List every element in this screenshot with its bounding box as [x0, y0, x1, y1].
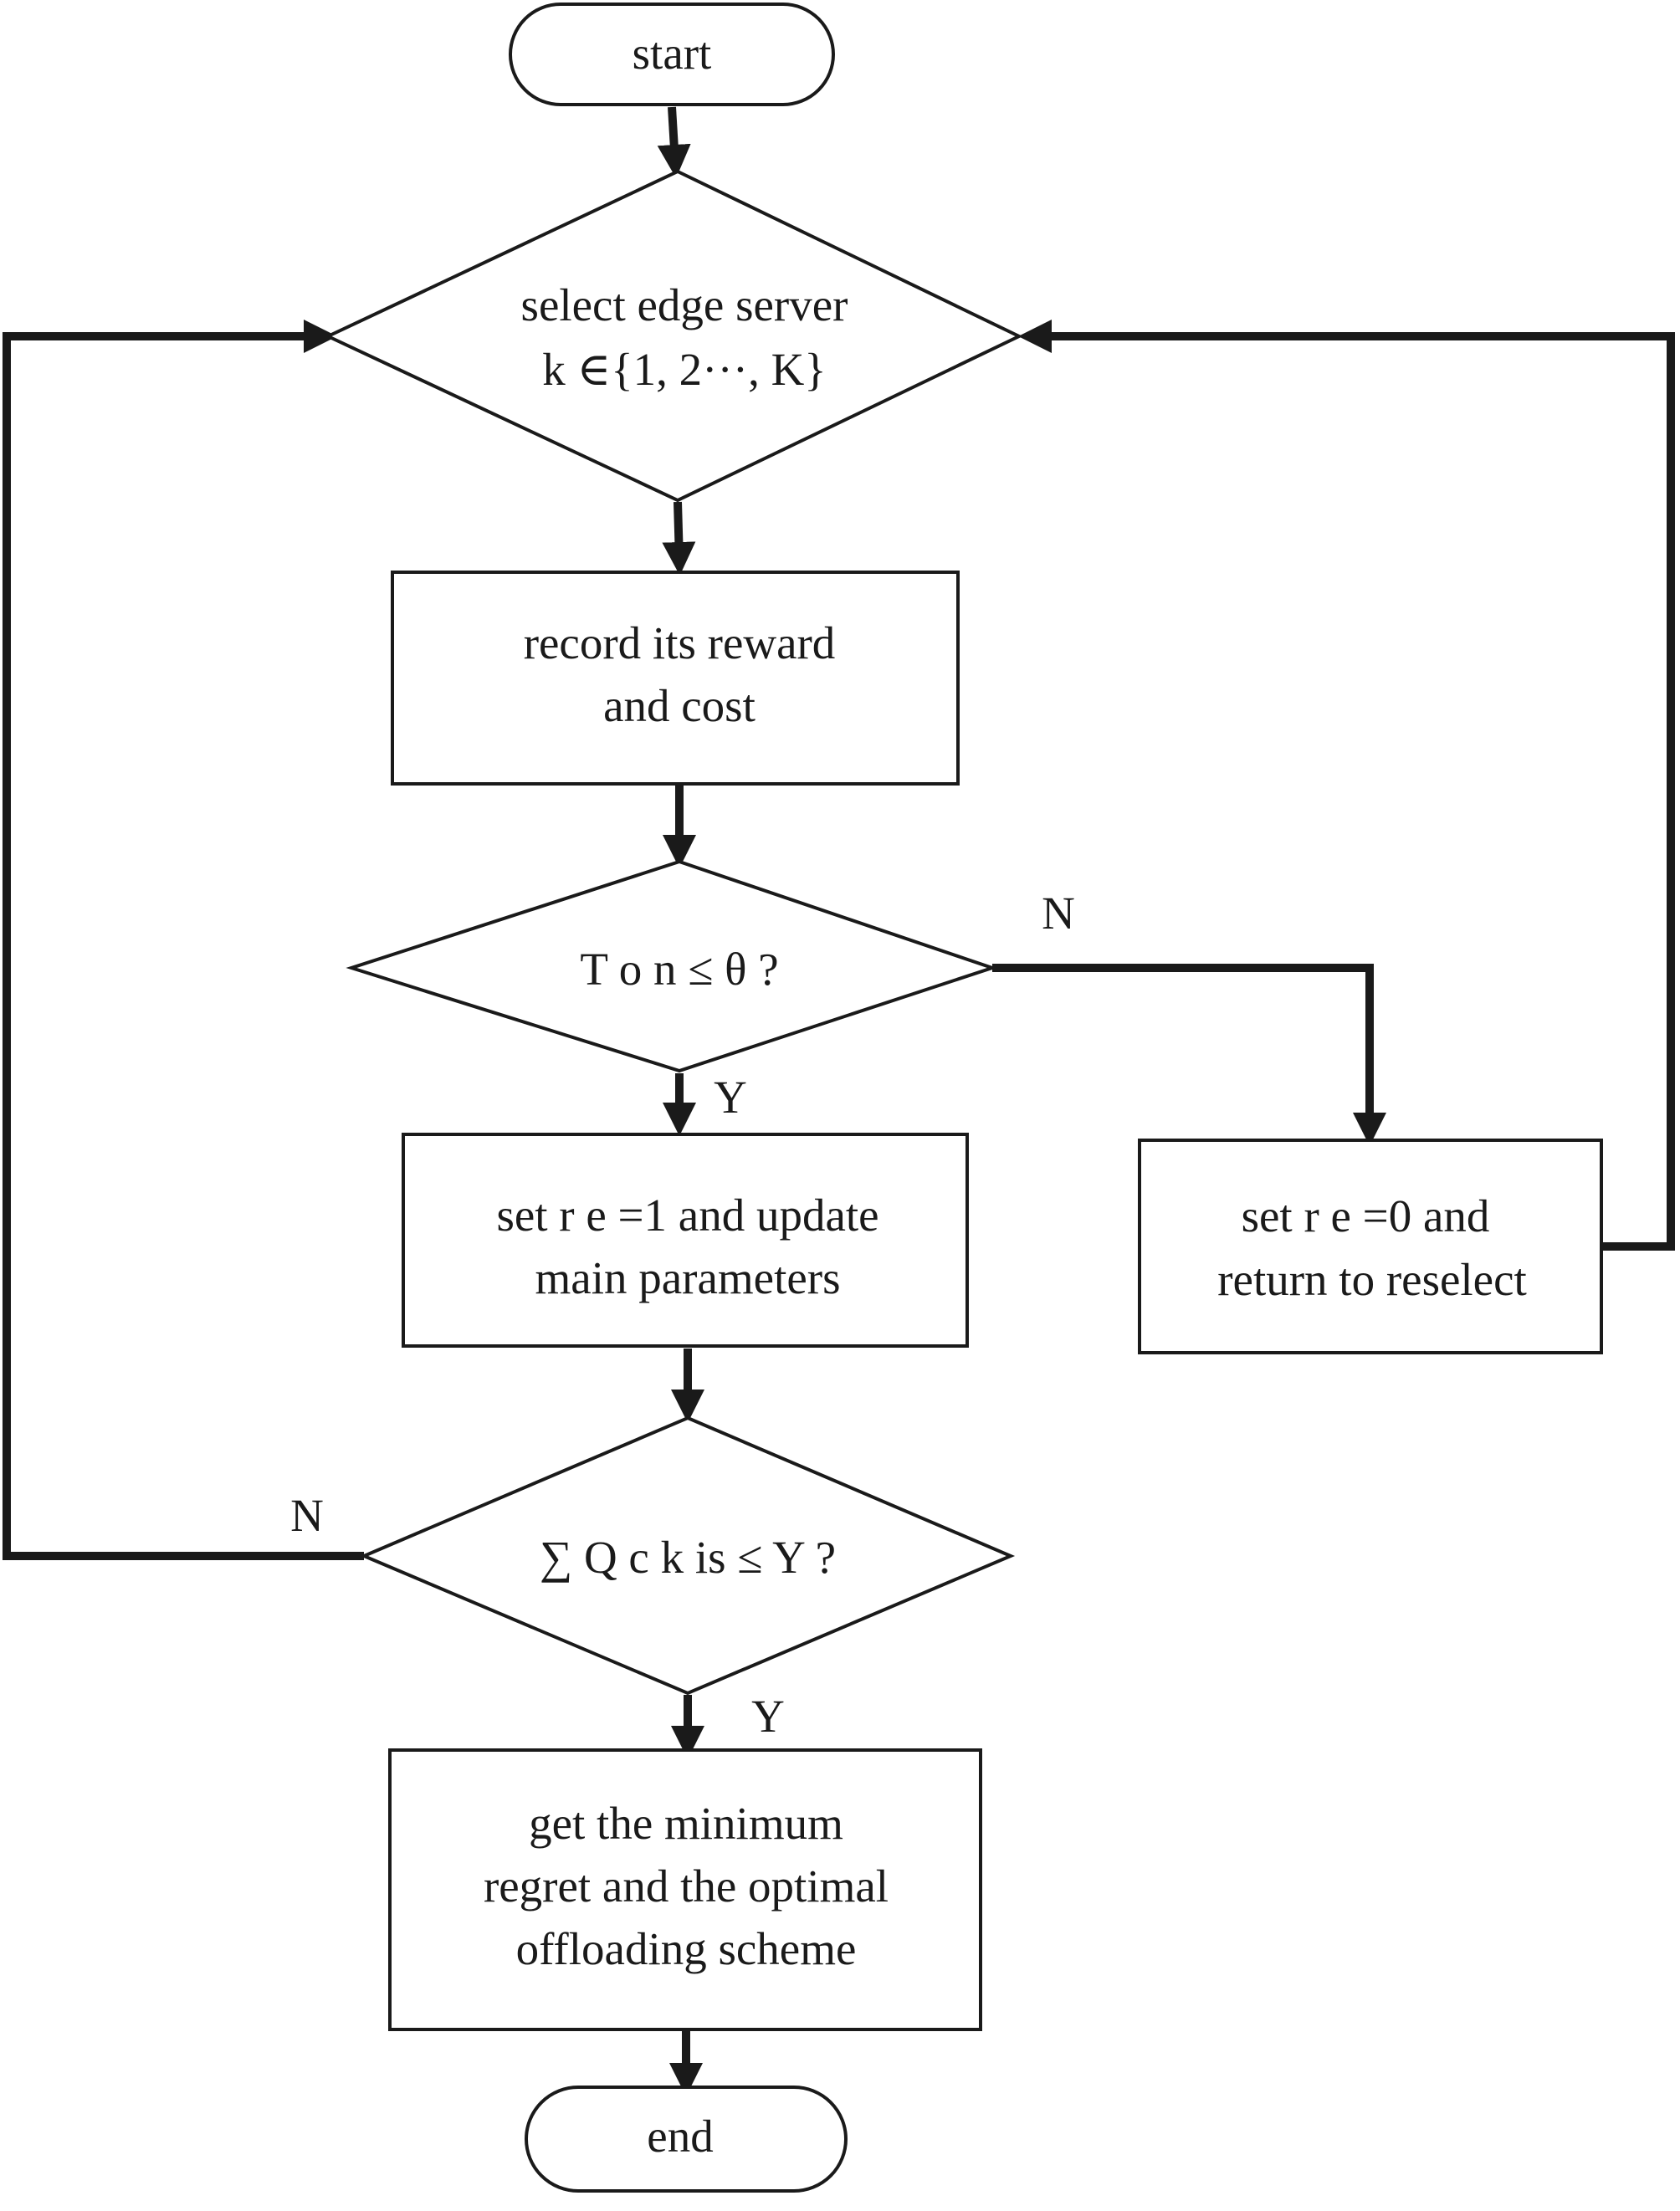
arrow-set-zero-loop-to-select: [1018, 320, 1675, 1251]
select-decision-diamond: [324, 169, 1023, 503]
set-zero-process-box: [1138, 1139, 1603, 1354]
arrow-select-to-record: [662, 501, 696, 576]
record-label-line2: and cost: [603, 680, 755, 731]
decision-t-no-label: N: [1042, 888, 1075, 939]
end-node: end: [525, 2086, 848, 2193]
record-node: record its reward and cost: [391, 571, 960, 786]
result-label-line3: offloading scheme: [516, 1923, 857, 1974]
decision-t-label: T o n ≤ θ ?: [580, 944, 778, 995]
record-process-box: [391, 571, 960, 786]
select-label-line2: k ∈{1, 2···, K}: [542, 344, 826, 395]
set-one-process-box: [402, 1133, 969, 1348]
result-label-line2: regret and the optimal: [484, 1860, 889, 1912]
start-node: start: [509, 3, 835, 106]
result-process-box: [388, 1748, 982, 2031]
decision-t-diamond: [346, 859, 998, 1073]
end-label: end: [647, 2111, 713, 2162]
edge-labels: N Y N Y: [290, 888, 1075, 1742]
end-terminator: [525, 2086, 848, 2193]
result-node: get the minimum regret and the optimal o…: [388, 1748, 982, 2031]
start-label: start: [633, 28, 712, 79]
set-one-label-line2: main parameters: [535, 1252, 841, 1303]
decision-c-no-label: N: [290, 1490, 324, 1541]
start-terminator: [509, 3, 835, 106]
set-zero-label-line1: set r e =0 and: [1242, 1190, 1490, 1241]
select-edge-server-node: select edge server k ∈{1, 2···, K}: [324, 169, 1023, 503]
set-zero-node: set r e =0 and return to reselect: [1138, 1139, 1603, 1354]
record-label-line1: record its reward: [524, 617, 836, 668]
arrow-decision-t-no-to-set-zero: [992, 964, 1386, 1146]
result-label-line1: get the minimum: [529, 1798, 843, 1849]
decision-c-yes-label: Y: [751, 1691, 785, 1742]
set-one-node: set r e =1 and update main parameters: [402, 1133, 969, 1348]
decision-c-node: ∑ Q c k is ≤ Y ?: [359, 1415, 1016, 1696]
arrow-decision-c-no-loop-to-select: [3, 320, 364, 1560]
connectors: [3, 106, 1675, 2096]
arrow-start-to-select: [657, 106, 691, 178]
set-zero-label-line2: return to reselect: [1217, 1254, 1527, 1305]
select-label-line1: select edge server: [521, 279, 848, 330]
decision-t-node: T o n ≤ θ ?: [346, 859, 998, 1073]
decision-t-yes-label: Y: [714, 1072, 747, 1123]
set-one-label-line1: set r e =1 and update: [496, 1190, 878, 1241]
decision-c-label: ∑ Q c k is ≤ Y ?: [540, 1532, 836, 1583]
decision-c-diamond: [359, 1415, 1016, 1696]
